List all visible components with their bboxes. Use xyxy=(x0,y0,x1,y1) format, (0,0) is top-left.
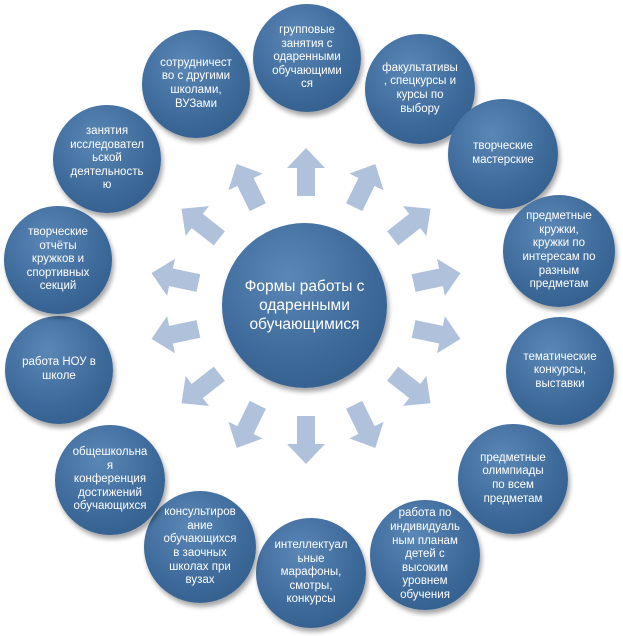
arrow-14 xyxy=(228,164,266,212)
node-correspondence-schools: консультиров ание обучающихся в заочных … xyxy=(144,491,256,603)
node-subject-clubs: предметные кружки, кружки по интересам п… xyxy=(503,195,615,307)
node-school-conference: общешкольна я конференция достижений обу… xyxy=(55,425,165,535)
arrow-7 xyxy=(346,400,384,448)
arrow-13 xyxy=(181,206,225,246)
node-cooperation: сотрудничест во с другими школами, ВУЗам… xyxy=(142,30,250,138)
arrow-6 xyxy=(387,366,431,406)
node-label: предметные кружки, кружки по интересам п… xyxy=(522,210,596,291)
node-label: тематические конкурсы, выставки xyxy=(523,350,597,390)
arrow-4 xyxy=(411,258,461,296)
center-node: Формы работы с одаренными обучающимися xyxy=(222,223,387,388)
node-group-classes: групповые занятия с одаренными обучающим… xyxy=(253,4,361,112)
node-nou-work: работа НОУ в школе xyxy=(5,316,113,424)
node-label: групповые занятия с одаренными обучающим… xyxy=(272,24,342,91)
center-label: Формы работы с одаренными обучающимися xyxy=(244,278,365,333)
node-label: консультиров ание обучающихся в заочных … xyxy=(163,506,237,587)
node-research-activity: занятия исследовател ьской деятельность … xyxy=(53,105,161,213)
node-label: общешкольна я конференция достижений обу… xyxy=(72,446,148,513)
node-label: работа НОУ в школе xyxy=(22,356,96,382)
node-label: занятия исследовател ьской деятельность … xyxy=(70,125,144,192)
node-label: творческие отчёты кружков и спортивных с… xyxy=(26,226,90,293)
node-marathons: интеллектуал ьные марафоны, смотры, конк… xyxy=(256,518,366,628)
node-individual-plans: работа по индивидуаль ным планам детей с… xyxy=(370,500,480,610)
arrow-8 xyxy=(287,416,325,464)
arrow-5 xyxy=(411,316,461,354)
node-label: творческие мастерские xyxy=(472,140,534,166)
arrow-11 xyxy=(151,316,201,354)
arrow-2 xyxy=(346,164,384,212)
node-label: сотрудничест во с другими школами, ВУЗам… xyxy=(160,56,232,110)
arrow-10 xyxy=(181,366,225,406)
node-label: факультативы , спецкурсы и курсы по выбо… xyxy=(382,61,458,115)
node-label: предметные олимпиады по всем предметам xyxy=(480,451,546,505)
arrow-1 xyxy=(287,148,325,196)
arrow-12 xyxy=(151,258,201,296)
arrow-9 xyxy=(228,400,266,448)
node-olympiads: предметные олимпиады по всем предметам xyxy=(458,424,568,534)
node-contests-exhibitions: тематические конкурсы, выставки xyxy=(506,317,614,425)
node-label: работа по индивидуаль ным планам детей с… xyxy=(390,507,460,601)
node-creative-reports: творческие отчёты кружков и спортивных с… xyxy=(4,206,112,314)
node-workshops: творческие мастерские xyxy=(448,99,558,209)
arrow-3 xyxy=(387,206,431,246)
node-label: интеллектуал ьные марафоны, смотры, конк… xyxy=(274,539,348,606)
